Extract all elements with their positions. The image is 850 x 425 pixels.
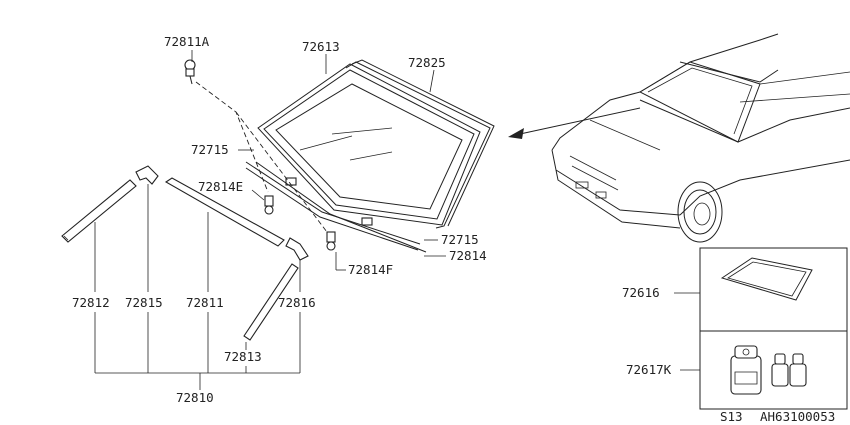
trim-leaders [94,184,301,390]
rear-molding-72825 [345,59,495,229]
trim-72811 [164,177,285,247]
label-72715-bottom: 72715 [441,232,479,247]
label-72812: 72812 [72,295,110,310]
label-72815: 72815 [125,295,163,310]
label-72715-top: 72715 [191,142,229,157]
label-72811A: 72811A [164,34,210,49]
label-72813: 72813 [224,349,262,364]
trim-72815 [135,165,159,185]
car-illustration [551,33,850,243]
label-72617K: 72617K [626,362,672,377]
kit-box-72616 [674,247,848,332]
label-72816: 72816 [278,295,316,310]
label-72616: 72616 [622,285,660,300]
label-72613: 72613 [302,39,340,54]
clip-72811A [184,59,196,85]
diagram-code: AH63100053 [760,409,835,424]
windshield-glass [257,63,481,226]
clip-72814F [326,231,336,251]
windshield-leaders [191,50,446,271]
location-arrow [508,107,641,139]
label-72814: 72814 [449,248,487,263]
trim-72813 [243,263,299,341]
label-72811: 72811 [186,295,224,310]
lower-molding-strips [245,161,427,253]
trim-72812 [61,179,137,243]
label-72810: 72810 [176,390,214,405]
kit-box-72617K [680,330,848,410]
label-72814E: 72814E [198,179,243,194]
clip-72814E [264,195,274,215]
label-72814F: 72814F [348,262,393,277]
label-72825: 72825 [408,55,446,70]
section-code: S13 [720,409,743,424]
trim-72816 [285,237,309,261]
